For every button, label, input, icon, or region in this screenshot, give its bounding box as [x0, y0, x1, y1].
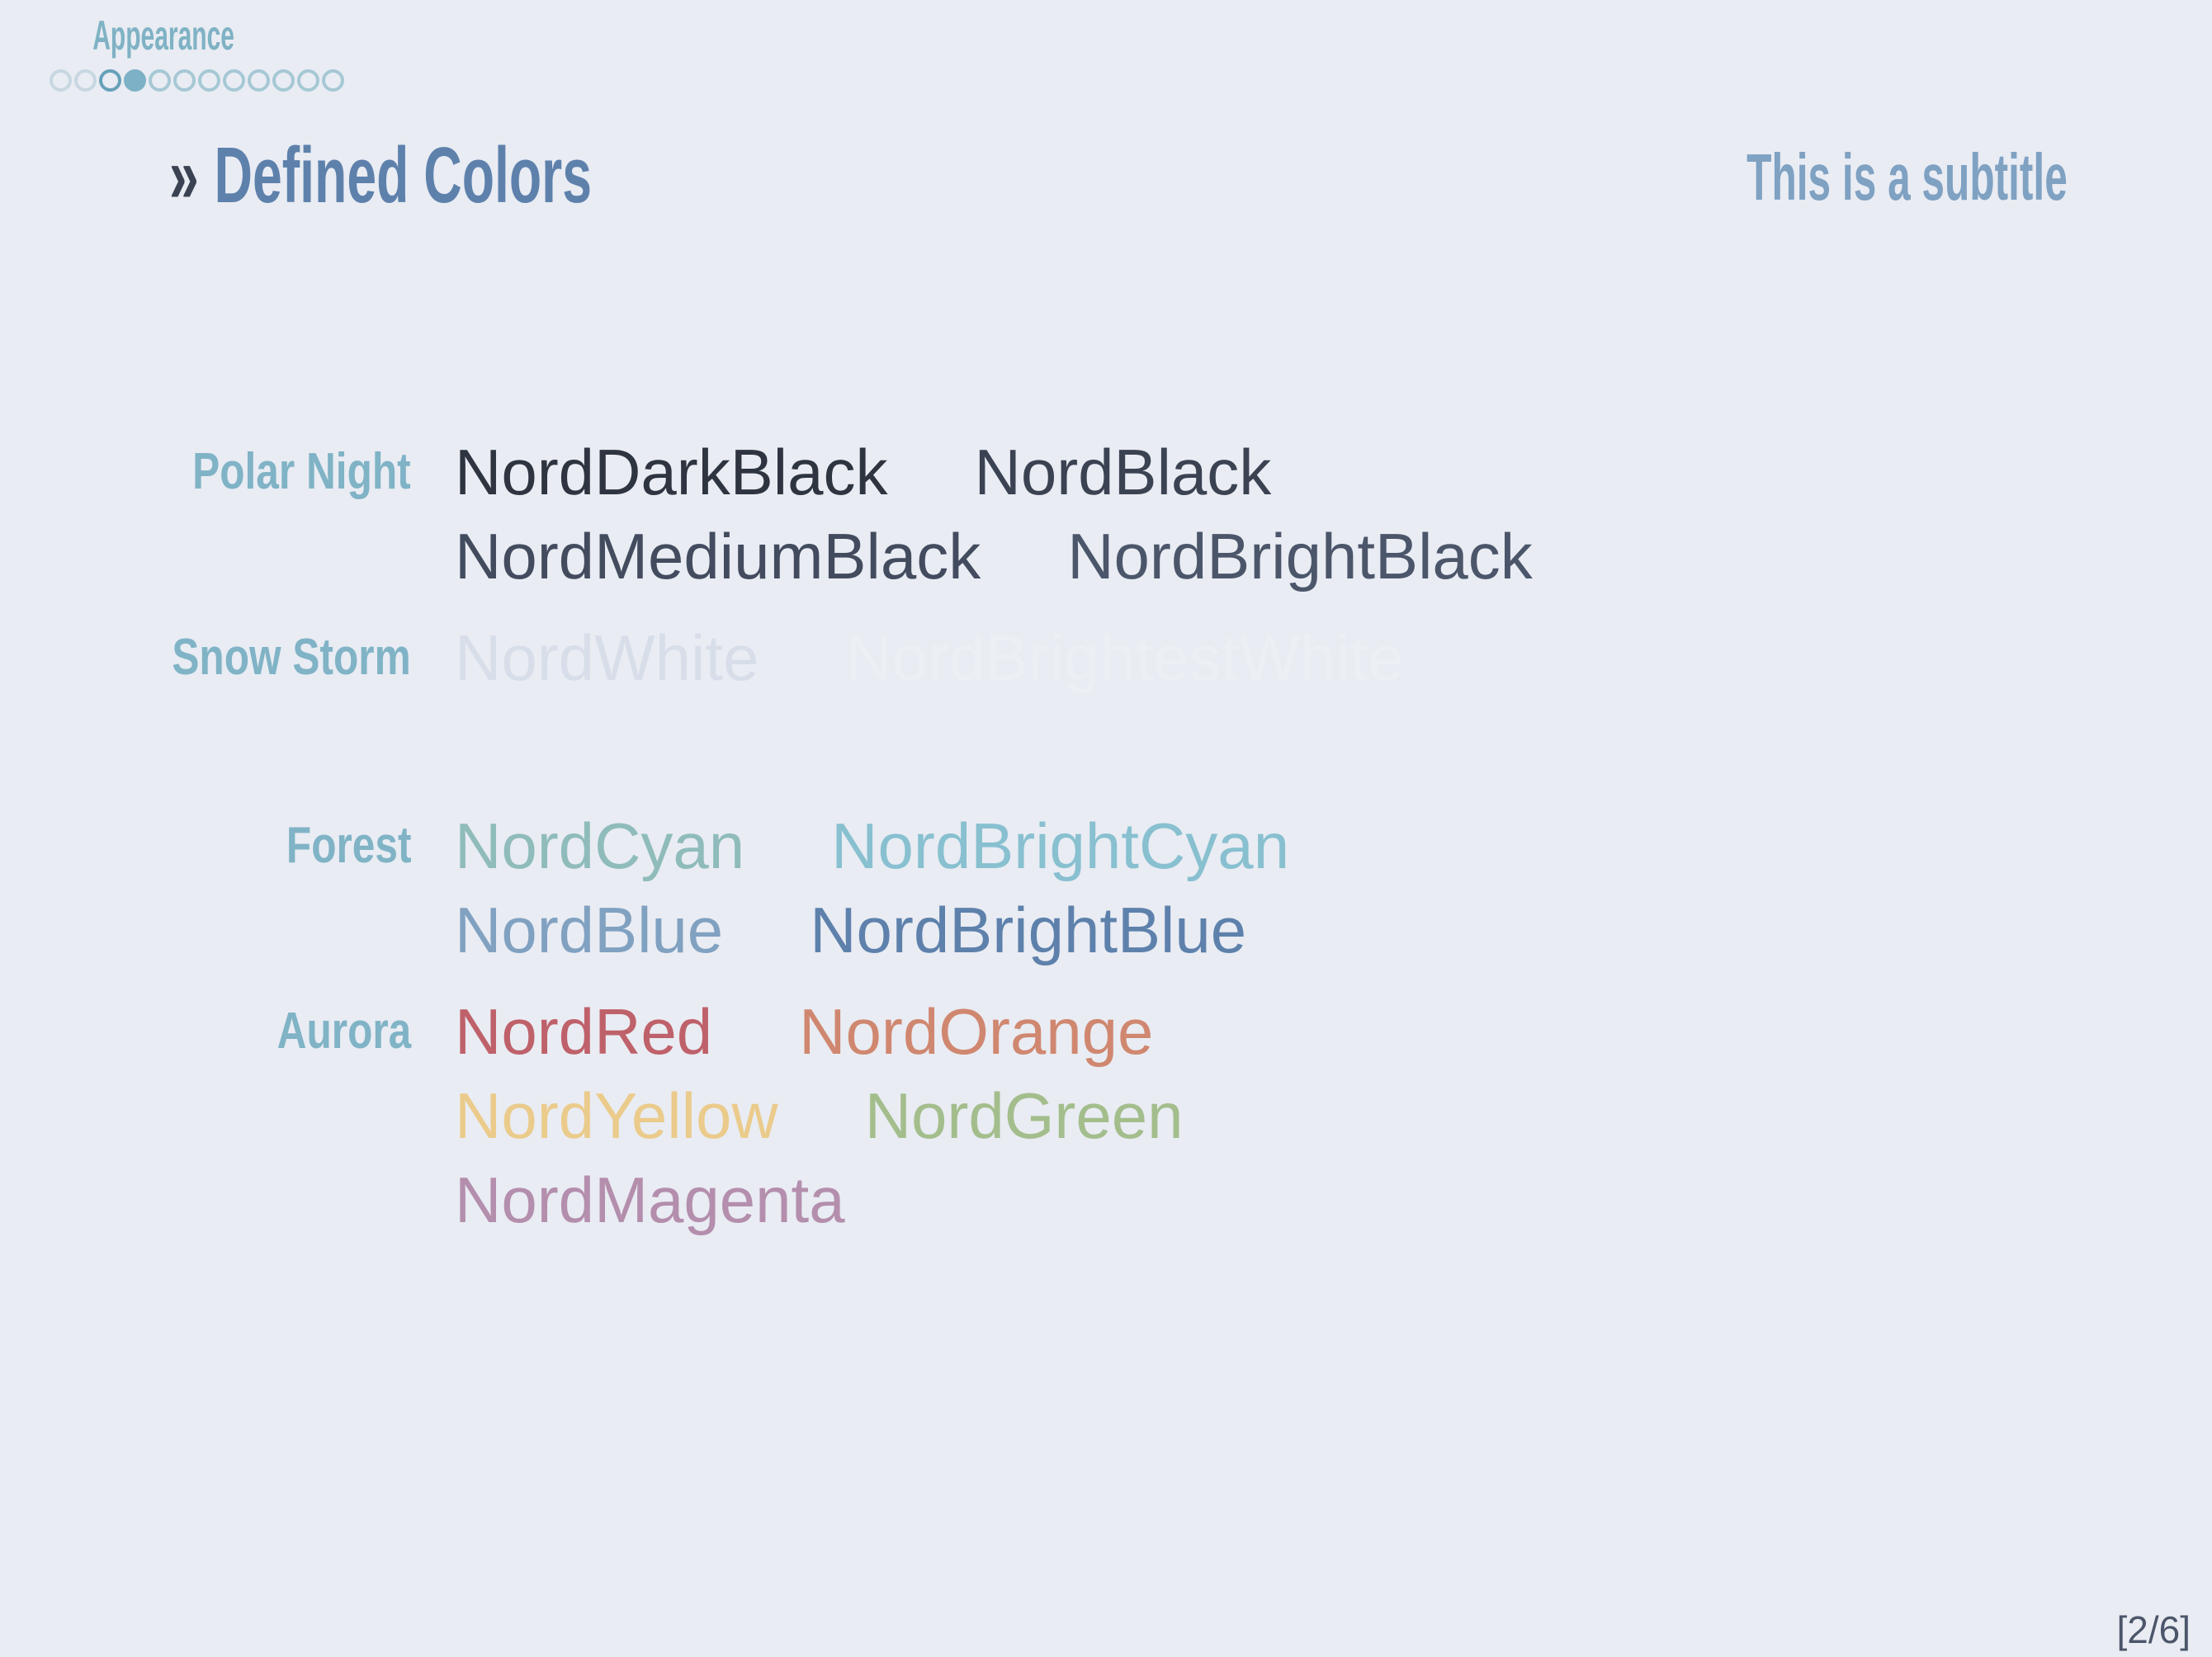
color-name: NordBrightBlue	[810, 894, 1247, 966]
color-name: NordBlue	[455, 894, 724, 966]
progress-dot[interactable]	[149, 69, 171, 92]
double-chevron-icon: »	[169, 131, 199, 220]
color-name: NordBrightestWhite	[845, 621, 1404, 694]
progress-dot[interactable]	[248, 69, 270, 92]
color-line: NordRed NordOrange	[455, 989, 1184, 1074]
group-lines: NordRed NordOrange NordYellow NordGreen …	[455, 989, 1184, 1242]
color-name: NordGreen	[864, 1079, 1184, 1152]
color-line: NordWhite NordBrightestWhite	[455, 616, 1404, 700]
block-spacer	[0, 717, 2212, 804]
title-row: »Defined Colors	[169, 136, 800, 215]
palette-group-polar-night: Polar Night NordDarkBlack NordBlack Nord…	[0, 430, 2212, 598]
group-label: Forest	[286, 817, 411, 874]
color-name: NordOrange	[799, 995, 1154, 1068]
color-line: NordBlue NordBrightBlue	[455, 888, 1289, 972]
progress-dot[interactable]	[74, 69, 97, 92]
page-number: [2/6]	[2116, 1608, 2191, 1651]
subtitle-wrap: This is a subtitle	[1550, 144, 2068, 210]
section-label: Appearance	[92, 12, 234, 59]
progress-dot[interactable]	[272, 69, 295, 92]
color-name: NordBrightCyan	[831, 810, 1290, 882]
group-label-cell: Polar Night	[0, 430, 411, 514]
page-subtitle: This is a subtitle	[1746, 140, 2068, 214]
section-label-wrap: Appearance	[92, 13, 234, 59]
color-line: NordMagenta	[455, 1158, 1184, 1242]
color-line: NordDarkBlack NordBlack	[455, 430, 1533, 514]
group-lines: NordWhite NordBrightestWhite	[455, 616, 1404, 700]
progress-dots	[50, 69, 344, 92]
progress-dot[interactable]	[322, 69, 344, 92]
color-name: NordCyan	[455, 810, 745, 882]
group-label: Aurora	[276, 1003, 411, 1060]
progress-dot[interactable]	[124, 69, 146, 92]
progress-dot[interactable]	[198, 69, 220, 92]
progress-dot[interactable]	[173, 69, 196, 92]
group-label-cell: Snow Storm	[0, 616, 411, 700]
palette-group-aurora: Aurora NordRed NordOrange NordYellow Nor…	[0, 989, 2212, 1242]
color-line: NordCyan NordBrightCyan	[455, 804, 1289, 888]
group-label: Snow Storm	[172, 629, 411, 686]
group-lines: NordDarkBlack NordBlack NordMediumBlack …	[455, 430, 1533, 598]
color-name: NordRed	[455, 995, 713, 1068]
group-label-cell: Aurora	[0, 989, 411, 1074]
palette-group-snow-storm: Snow Storm NordWhite NordBrightestWhite	[0, 616, 2212, 700]
group-label-cell: Forest	[0, 804, 411, 888]
palette-content: Polar Night NordDarkBlack NordBlack Nord…	[0, 430, 2212, 1259]
color-name: NordMagenta	[455, 1164, 845, 1236]
progress-dot[interactable]	[50, 69, 72, 92]
progress-dot[interactable]	[297, 69, 319, 92]
group-label: Polar Night	[192, 443, 411, 500]
page-title-inner: »Defined Colors	[169, 136, 592, 215]
group-lines: NordCyan NordBrightCyan NordBlue NordBri…	[455, 804, 1289, 972]
color-name: NordWhite	[455, 621, 759, 694]
color-name: NordBrightBlack	[1067, 520, 1533, 592]
color-name: NordMediumBlack	[455, 520, 981, 592]
color-line: NordYellow NordGreen	[455, 1074, 1184, 1158]
color-name: NordDarkBlack	[455, 436, 888, 508]
color-name: NordBlack	[974, 436, 1272, 508]
progress-dot[interactable]	[223, 69, 245, 92]
palette-group-forest: Forest NordCyan NordBrightCyan NordBlue …	[0, 804, 2212, 972]
color-name: NordYellow	[455, 1079, 778, 1152]
page-title: Defined Colors	[214, 131, 592, 220]
progress-dot[interactable]	[99, 69, 121, 92]
color-line: NordMediumBlack NordBrightBlack	[455, 514, 1533, 598]
